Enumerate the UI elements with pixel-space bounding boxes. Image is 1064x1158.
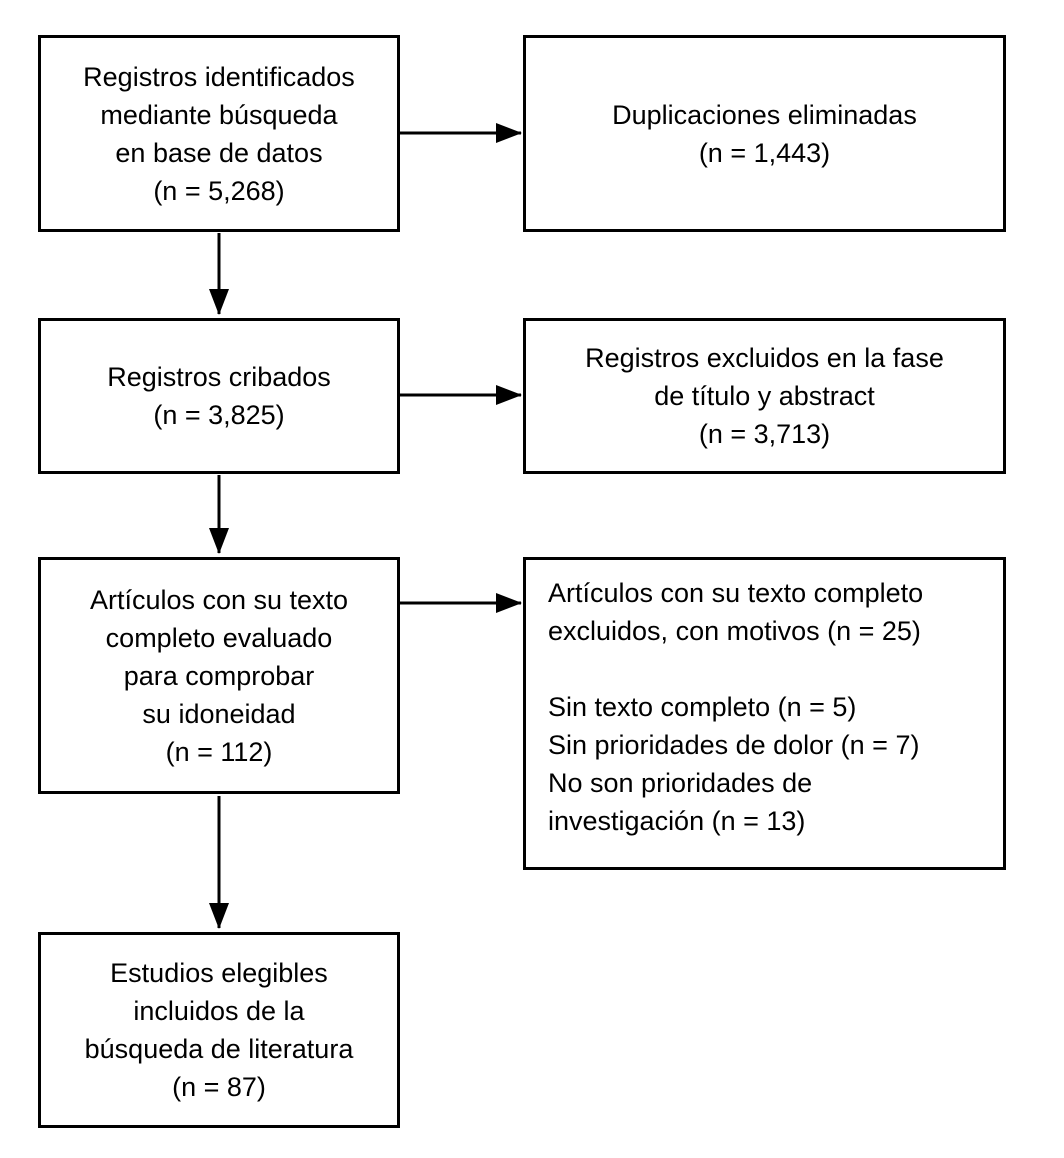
box-studies-included: Estudios elegibles incluidos de la búsqu… [38,932,400,1128]
box-duplicates-removed: Duplicaciones eliminadas (n = 1,443) [523,35,1006,232]
box-records-screened: Registros cribados (n = 3,825) [38,318,400,474]
box-records-identified: Registros identificados mediante búsqued… [38,35,400,232]
box-fulltext-excluded: Artículos con su texto completo excluido… [523,557,1006,870]
box-fulltext-assessed: Artículos con su texto completo evaluado… [38,557,400,794]
box-records-excluded-title-abstract: Registros excluidos en la fase de título… [523,318,1006,474]
